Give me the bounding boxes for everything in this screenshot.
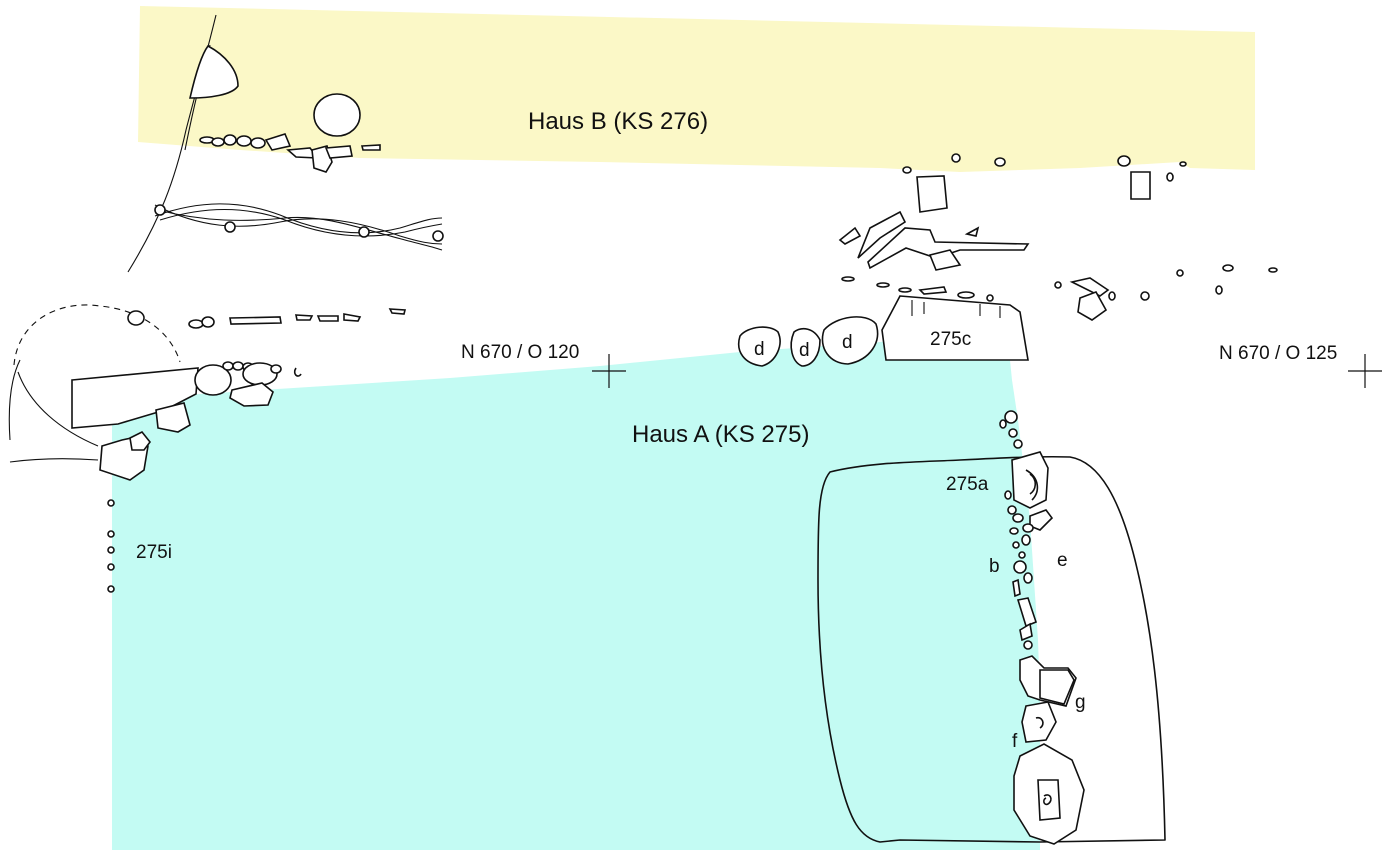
boundary-line-left (8, 359, 99, 463)
postholes-275i (107, 499, 115, 593)
feature-275c-outline (881, 295, 1029, 361)
braided-wall (154, 203, 444, 251)
feature-label-d1: d (754, 339, 765, 360)
hearth-outline (188, 44, 239, 99)
grid-cross-right (1348, 354, 1382, 388)
boundary-curve-left (17, 371, 99, 447)
feature-label-f: f (1012, 731, 1018, 752)
pit-outline-e (817, 455, 1166, 843)
house-a-area (112, 332, 1040, 850)
postholes-b (902, 153, 1187, 213)
feature-label-d3: d (842, 332, 853, 353)
stones-east-wall (999, 410, 1054, 650)
stones-cluster-left (99, 361, 302, 481)
stone-row-left (127, 308, 407, 329)
stone-f-inner (1035, 716, 1044, 729)
pit-d2 (790, 327, 821, 367)
stone-f (1021, 701, 1057, 743)
pit-d1 (738, 326, 781, 367)
grid-label-left: N 670 / O 120 (461, 342, 579, 363)
stones-right (1054, 264, 1278, 321)
house-b-area (138, 6, 1255, 172)
grid-cross-left (592, 354, 626, 388)
house-a-label: Haus A (KS 275) (632, 421, 809, 448)
round-pit (313, 93, 361, 137)
stone-large-spiral (1043, 794, 1052, 806)
stone-row-b (199, 133, 381, 173)
feature-label-d2: d (799, 340, 810, 361)
stone-large-inner (1037, 779, 1061, 821)
feature-label-275i: 275i (136, 542, 172, 563)
feature-275c-lines (911, 300, 1001, 318)
house-b-label: Haus B (KS 276) (528, 108, 708, 135)
dashed-feature (13, 304, 181, 366)
wood-remains (838, 210, 1030, 302)
feature-label-e: e (1057, 550, 1068, 571)
feature-label-b: b (989, 556, 1000, 577)
stone-g-inner (1039, 669, 1075, 705)
feature-label-g: g (1075, 692, 1086, 713)
feature-label-275c: 275c (930, 329, 971, 350)
feature-label-275a: 275a (946, 474, 989, 495)
grid-label-right: N 670 / O 125 (1219, 343, 1337, 364)
pit-d3 (821, 316, 879, 365)
